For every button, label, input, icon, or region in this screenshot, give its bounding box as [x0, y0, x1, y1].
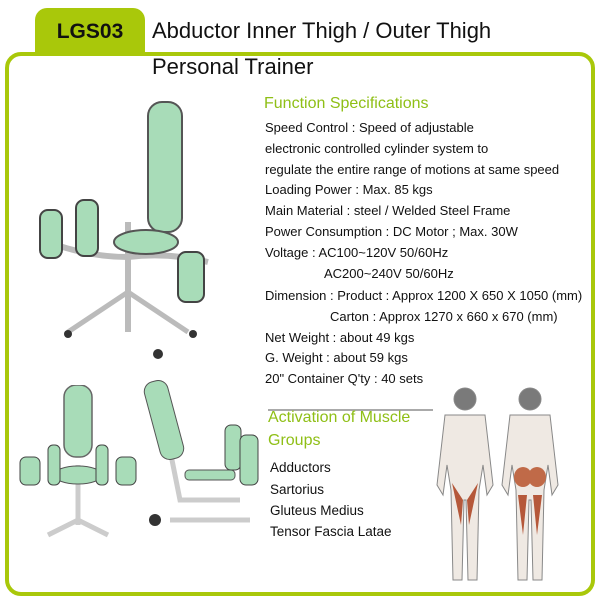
muscle-item: Sartorius	[270, 482, 325, 497]
muscle-item: Gluteus Medius	[270, 503, 364, 518]
spec-line: Voltage : AC100~120V 50/60Hz	[265, 245, 449, 260]
product-title: Abductor Inner Thigh / Outer Thigh	[152, 18, 492, 43]
spec-line: Carton : Approx 1270 x 660 x 670 (mm)	[330, 309, 558, 324]
spec-line: Main Material : steel / Welded Steel Fra…	[265, 203, 511, 218]
machine-main-image	[39, 101, 209, 359]
machine-front-image	[19, 385, 137, 538]
spec-line: electronic controlled cylinder system to	[265, 141, 489, 156]
anatomy-figures-image	[436, 387, 559, 581]
product-subtitle: Personal Trainer	[152, 54, 314, 79]
model-tab: LGS03	[35, 8, 145, 54]
model-code: LGS03	[56, 20, 124, 43]
divider	[268, 409, 433, 411]
muscles-heading: Activation of Muscle	[268, 409, 411, 426]
spec-line: regulate the entire range of motions at …	[265, 162, 560, 177]
muscle-item: Tensor Fascia Latae	[270, 524, 392, 539]
spec-line: AC200~240V 50/60Hz	[324, 266, 454, 281]
spec-line: Dimension : Product : Approx 1200 X 650 …	[265, 288, 583, 303]
muscle-item: Adductors	[270, 460, 331, 475]
spec-line: Net Weight : about 49 kgs	[265, 330, 415, 345]
machine-side-image	[143, 380, 259, 526]
muscles-heading-2: Groups	[268, 432, 321, 449]
spec-line: Power Consumption : DC Motor ; Max. 30W	[265, 224, 518, 239]
specs-heading: Function Specifications	[264, 95, 429, 112]
spec-line: G. Weight : about 59 kgs	[265, 350, 408, 365]
content-frame	[5, 52, 595, 596]
spec-line: 20" Container Q'ty : 40 sets	[265, 371, 424, 386]
spec-line: Speed Control : Speed of adjustable	[265, 120, 474, 135]
spec-line: Loading Power : Max. 85 kgs	[265, 182, 433, 197]
